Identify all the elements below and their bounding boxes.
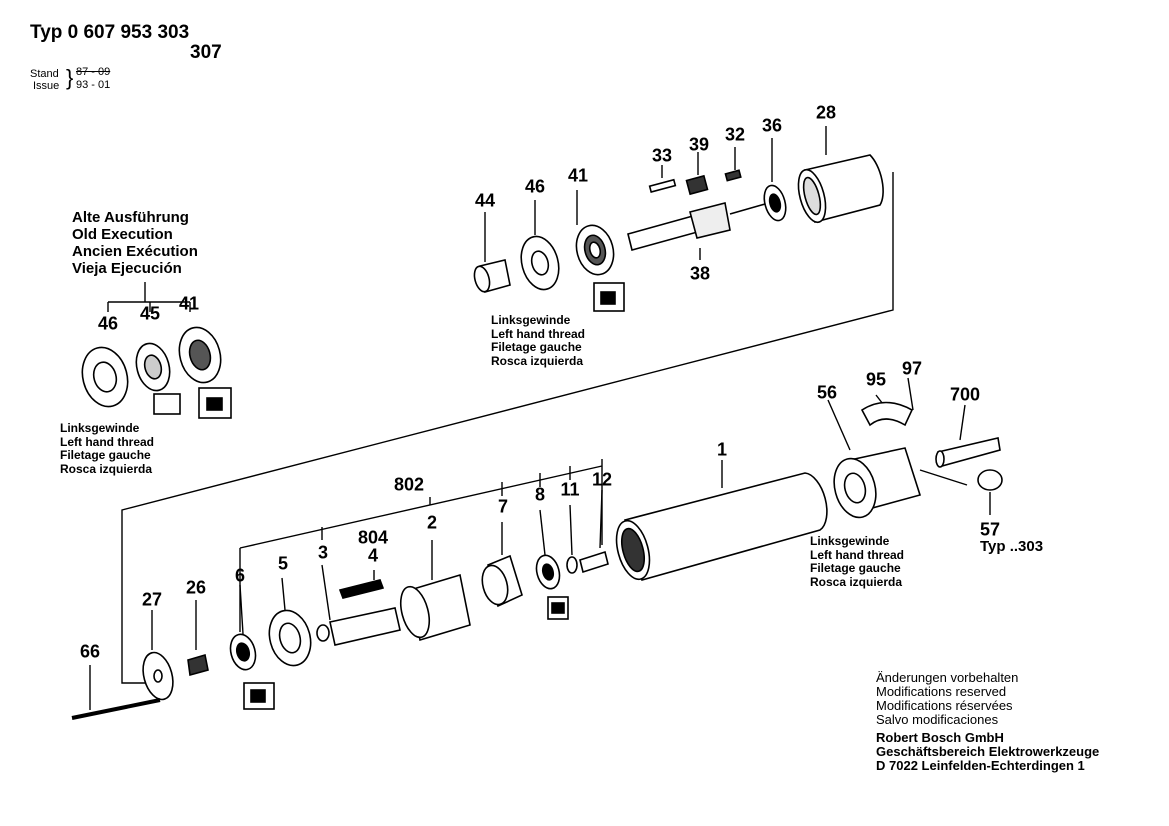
part-label: 804 — [357, 527, 389, 548]
frame-line — [121, 172, 894, 684]
part-3-rotor — [329, 607, 401, 646]
part-label: 28 — [815, 102, 837, 123]
part-label: 57 — [979, 519, 1001, 540]
typ-303-label: Typ ..303 — [980, 538, 1044, 555]
part-label: 97 — [901, 358, 923, 379]
issue-value: 93 - 01 — [76, 79, 111, 91]
stand-label: Stand — [30, 68, 59, 80]
part-label: 5 — [277, 553, 289, 574]
part-label: 6 — [234, 565, 246, 586]
type-number: Typ 0 607 953 303 — [30, 22, 190, 43]
part-700-nipple — [936, 437, 1001, 467]
part-label: 32 — [724, 124, 746, 145]
part-label: 27 — [141, 589, 163, 610]
part-label: 41 — [567, 165, 589, 186]
part-label: 2 — [426, 512, 438, 533]
part-66-rod — [71, 698, 161, 720]
part-label: 46 — [524, 176, 546, 197]
part-1-tube — [624, 472, 828, 581]
part-label: 45 — [139, 303, 161, 324]
part-label: 3 — [317, 542, 329, 563]
part-label: 4 — [367, 545, 379, 566]
part-label: 26 — [185, 577, 207, 598]
part-label: 95 — [865, 369, 887, 390]
part-label: 56 — [816, 382, 838, 403]
part-label: 36 — [761, 115, 783, 136]
part-label: 46 — [97, 313, 119, 334]
part-57-cap — [977, 469, 1003, 491]
part-7-endplate — [481, 564, 509, 606]
part-label: 41 — [178, 293, 200, 314]
part-label: 11 — [560, 479, 580, 500]
part-label: 38 — [689, 263, 711, 284]
company-address: Robert Bosch GmbH Geschäftsbereich Elekt… — [876, 730, 1100, 773]
part-label: 39 — [688, 134, 710, 155]
part-label: 802 — [393, 474, 425, 495]
part-label: 33 — [651, 145, 673, 166]
part-label: 44 — [474, 190, 496, 211]
part-label: 8 — [534, 484, 546, 505]
part-label: 7 — [497, 496, 509, 517]
issue-label: Issue — [33, 80, 60, 92]
part-label: 12 — [591, 469, 613, 490]
part-label: 66 — [79, 641, 101, 662]
part-95-clip — [860, 401, 914, 427]
part-label: 1 — [716, 439, 728, 460]
type-number-suffix: 307 — [190, 42, 222, 63]
stand-value: 87 - 09 — [76, 66, 111, 78]
brace-icon: } — [66, 65, 74, 90]
part-label: 700 — [949, 384, 981, 405]
old-execution-heading: Alte Ausführung Old Execution Ancien Exé… — [72, 209, 198, 277]
modifications-note: Änderungen vorbehalten Modifications res… — [876, 670, 1019, 727]
